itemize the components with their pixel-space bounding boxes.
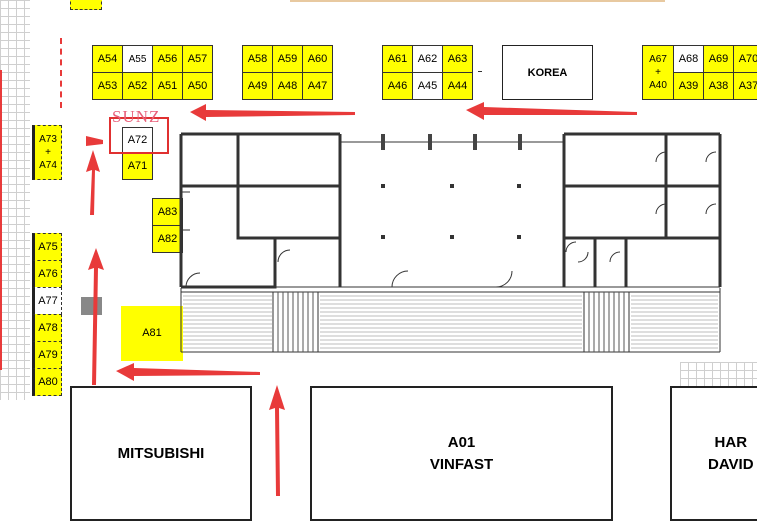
booth-a49[interactable]: A49 [242,72,273,100]
highlight-box [109,117,169,154]
booth-a77[interactable]: A77 [32,287,62,315]
booth-a68[interactable]: A68 [673,45,704,73]
booth-a81[interactable]: A81 [121,306,183,361]
booth-a69[interactable]: A69 [703,45,734,73]
booth-a51[interactable]: A51 [152,72,183,100]
highlight-label: SUNZ [112,107,161,126]
booth-a80[interactable]: A80 [32,368,62,396]
booth-a37[interactable]: A37 [733,72,757,100]
booth-a59[interactable]: A59 [272,45,303,73]
booth-a82[interactable]: A82 [152,225,183,253]
booth-a58[interactable]: A58 [242,45,273,73]
booth-a83[interactable]: A83 [152,198,183,226]
top-corner-booth [70,0,102,10]
harley-booth[interactable]: HAR DAVID [670,386,757,521]
dashed-red-line [60,38,62,108]
top-strip [290,0,665,2]
booth-a60[interactable]: A60 [302,45,333,73]
booth-a73-a74[interactable]: A73 + A74 [32,125,62,180]
dash-mark [478,71,482,72]
mitsubishi-booth[interactable]: MITSUBISHI [70,386,252,521]
korea-booth[interactable]: KOREA [502,45,593,100]
booth-a47[interactable]: A47 [302,72,333,100]
booth-a78[interactable]: A78 [32,314,62,342]
booth-a70[interactable]: A70 [733,45,757,73]
booth-a52[interactable]: A52 [122,72,153,100]
booth-a46[interactable]: A46 [382,72,413,100]
booth-a76[interactable]: A76 [32,260,62,288]
booth-a56[interactable]: A56 [152,45,183,73]
booth-a61[interactable]: A61 [382,45,413,73]
booth-a57[interactable]: A57 [182,45,213,73]
booth-a71[interactable]: A71 [122,153,153,180]
booth-a54[interactable]: A54 [92,45,123,73]
booth-a55[interactable]: A55 [122,45,153,73]
grid-background-left [0,0,30,400]
booth-a79[interactable]: A79 [32,341,62,369]
booth-a45[interactable]: A45 [412,72,443,100]
booth-a39[interactable]: A39 [673,72,704,100]
booth-a48[interactable]: A48 [272,72,303,100]
booth-a44[interactable]: A44 [442,72,473,100]
booth-a62[interactable]: A62 [412,45,443,73]
vinfast-booth[interactable]: A01 VINFAST [310,386,613,521]
booth-a63[interactable]: A63 [442,45,473,73]
booth-a67-a40[interactable]: A67 + A40 [642,45,674,100]
booth-a38[interactable]: A38 [703,72,734,100]
booth-a75[interactable]: A75 [32,233,62,261]
booth-a53[interactable]: A53 [92,72,123,100]
pillar [81,297,102,315]
left-red-line [0,70,2,370]
booth-a50[interactable]: A50 [182,72,213,100]
